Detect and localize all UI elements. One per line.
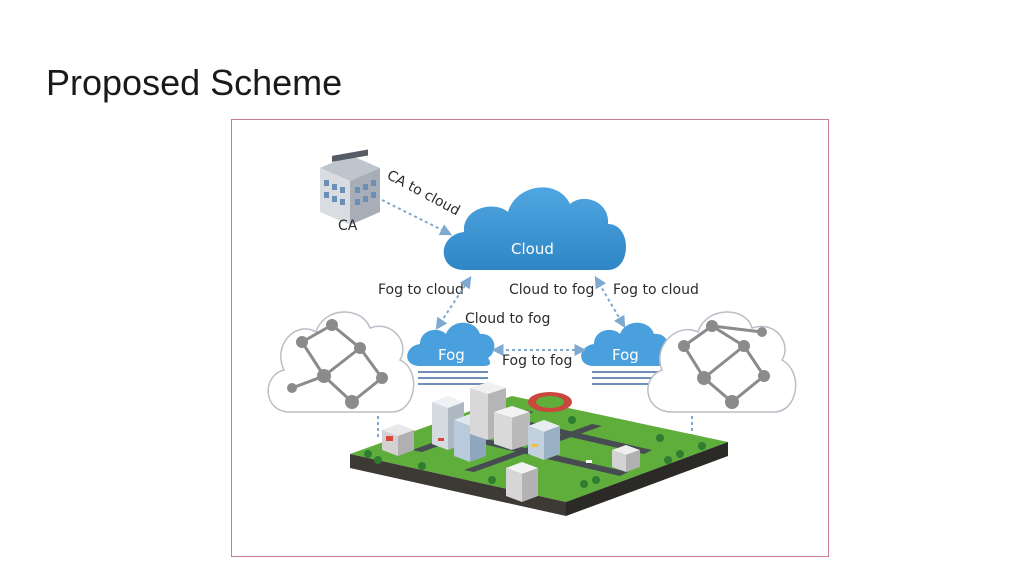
diagram-figure: CA CA to cloud Cloud Fog to cloud Cloud …: [231, 119, 829, 557]
fog-architecture-diagram: CA CA to cloud Cloud Fog to cloud Cloud …: [267, 149, 797, 516]
fog-to-cloud-left-arrow: [435, 275, 472, 331]
ca-to-cloud-arrow: [381, 199, 453, 236]
right-fog-label: Fog: [612, 346, 639, 364]
ca-to-cloud-label: CA to cloud: [384, 167, 462, 219]
left-fog-label: Fog: [438, 346, 465, 364]
fog-to-cloud-right-label: Fog to cloud: [613, 282, 699, 298]
right-network-cloud-icon: [647, 311, 797, 413]
cloud-to-fog-center-label: Cloud to fog: [509, 282, 594, 298]
right-fog-icon: [581, 322, 669, 385]
fog-to-fog-label: Fog to fog: [502, 353, 572, 369]
fog-to-cloud-left-label: Fog to cloud: [378, 282, 464, 298]
ca-label: CA: [338, 218, 358, 234]
left-network-cloud-icon: [267, 311, 415, 413]
left-fog-icon: [407, 322, 495, 385]
main-cloud-icon: [443, 187, 626, 270]
smart-city-illustration: [350, 382, 728, 516]
ca-building-icon: [320, 149, 380, 225]
slide-title: Proposed Scheme: [46, 62, 343, 103]
cloud-to-fog-lower-label: Cloud to fog: [465, 311, 550, 327]
cloud-label: Cloud: [511, 240, 554, 258]
